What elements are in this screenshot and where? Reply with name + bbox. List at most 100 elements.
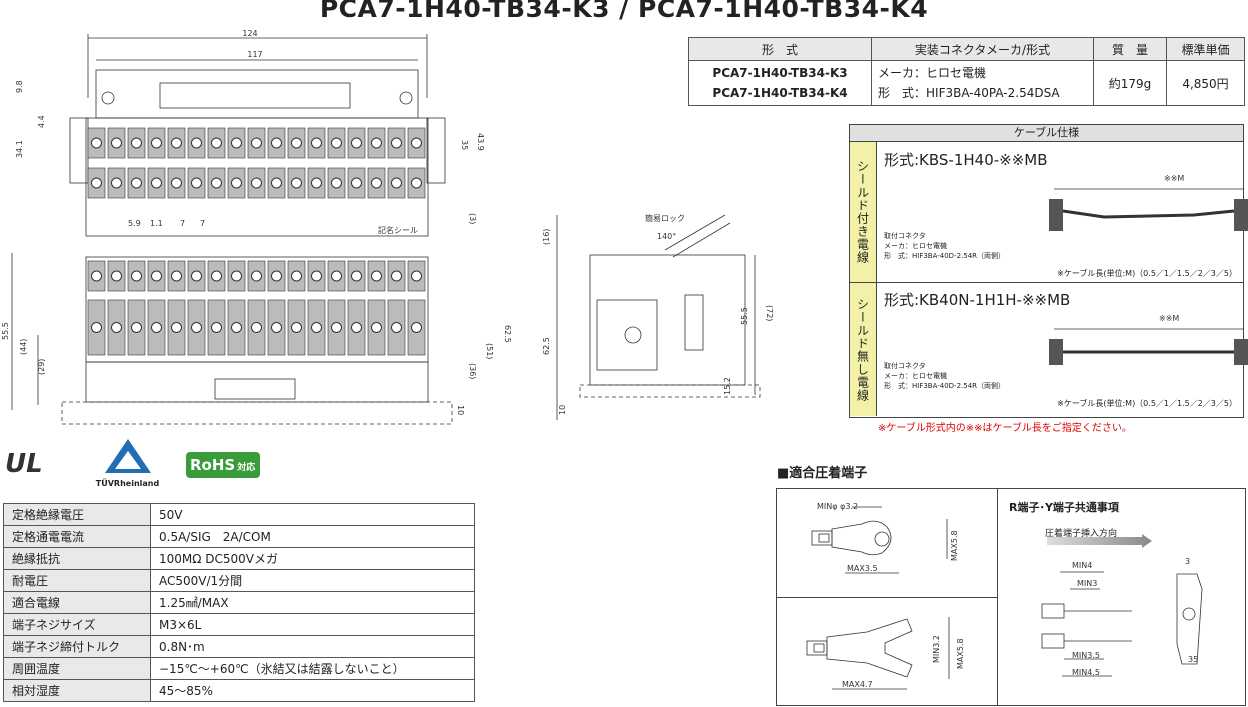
ul-logo: UL [3,444,58,480]
screw-icon [171,270,182,282]
screw-icon [251,322,262,333]
screw-icon [91,137,102,149]
dim-15-2: 15.2 [723,377,732,395]
spec-value: 100MΩ DC500Vメガ [150,547,475,570]
cable-spec-header: ケーブル仕様 [850,125,1243,142]
dim-44: (44) [19,339,28,355]
spec-key: 定格通電電流 [3,525,151,548]
screw-icon [211,137,222,149]
connector-maker: メーカ：ヒロセ電機 [878,66,987,80]
spec-value: AC500V/1分間 [150,569,475,592]
dim-35-term: 35 [1188,655,1198,664]
screw-icon [291,322,302,333]
col-connector: 実装コネクタメーカ/形式 [871,37,1094,61]
screw-icon [271,270,282,282]
model-cell: PCA7-1H40-TB34-K3 PCA7-1H40-TB34-K4 [688,60,872,106]
screw-icon [391,177,402,189]
spec-key: 周囲温度 [3,657,151,680]
price-cell: 4,850円 [1166,60,1245,106]
dim-62-5-side: 62.5 [542,337,551,355]
screw-icon [291,270,302,282]
screw-icon [191,322,202,333]
screw-icon [271,177,282,189]
ring-max-h: MAX5.8 [950,530,959,561]
terminal-box: MINφ φ3.2 MAX3.5 MAX5.8 MAX4.7 MIN3.2 MA… [776,488,1246,706]
spec-value: 1.25㎟/MAX [150,591,475,614]
spec-key: 端子ネジサイズ [3,613,151,636]
dim-29: (29) [37,359,46,375]
screw-icon [231,177,242,189]
screw-icon [231,137,242,149]
screw-icon [271,137,282,149]
screw-icon [211,322,222,333]
screw-icon [231,322,242,333]
screw-icon [91,270,102,282]
svg-text:UL: UL [5,449,43,479]
model-k3: PCA7-1H40-TB34-K3 [712,66,848,80]
screw-icon [211,177,222,189]
col-mass: 質 量 [1093,37,1167,61]
tuv-triangle-icon [104,439,151,473]
screw-icon [151,137,162,149]
screw-icon [351,177,362,189]
angle-140: 140° [657,232,676,241]
fork-max-w: MAX4.7 [842,680,873,689]
spec-value: 45〜85% [150,679,475,702]
screw-icon [351,322,362,333]
col-model: 形 式 [688,37,872,61]
cable-spec-box: ケーブル仕様 シールド付き電線 形式:KBS-1H40-※※MB ※※M 取付コ… [849,124,1248,418]
spec-value: M3×6L [150,613,475,636]
unshielded-model: 形式:KB40N-1H1H-※※MB [884,291,1071,309]
dim-min3: MIN3 [1077,579,1097,588]
front-view-drawing: 55.5 (44) (29) (36) (51) 62.5 10 [1,253,512,425]
rohs-text: RoHS [190,456,236,474]
screw-icon [191,177,202,189]
spec-value: −15℃〜+60℃（氷結又は結露しないこと） [150,657,475,680]
screw-icon [271,322,282,333]
dim-5-9: 5.9 [128,219,141,228]
unshielded-cable-icon: ※※M [1049,314,1248,365]
dim-9-8: 9.8 [15,80,24,93]
screw-icon [331,322,342,333]
tuv-label: TÜVRheinland [95,479,160,488]
screw-icon [311,177,322,189]
screw-icon [211,270,222,282]
screw-icon [191,270,202,282]
unshielded-section: 形式:KB40N-1H1H-※※MB ※※M 取付コネクタ メーカ：ヒロセ電機 … [884,289,1248,415]
dim-4-4: 4.4 [37,115,46,128]
common-drawing: MIN4 MIN3 MIN3.5 MIN4.5 3 35 [1041,534,1203,677]
dim-7a: 7 [180,219,185,228]
fork-min: MIN3.2 [932,635,941,663]
spec-key: 端子ネジ締付トルク [3,635,151,658]
insert-direction: 圧着端子挿入方向 [1045,529,1118,539]
screw-icon [391,322,402,333]
screw-icon [371,322,382,333]
dim-35: 35 [460,140,469,150]
spec-key: 相対湿度 [3,679,151,702]
screw-icon [111,322,122,333]
screw-icon [91,322,102,333]
screw-icon [131,270,142,282]
screw-icon [331,270,342,282]
screw-icon [191,137,202,149]
ring-terminal-drawing: MINφ φ3.2 MAX3.5 MAX5.8 [811,502,959,574]
screw-icon [291,137,302,149]
model-k4: PCA7-1H40-TB34-K4 [712,86,848,100]
screw-icon [311,322,322,333]
spec-key: 定格絶縁電圧 [3,503,151,526]
terminal-heading: ■適合圧着端子 [777,466,868,481]
spec-key: 適合電線 [3,591,151,614]
screw-icon [171,322,182,333]
unshielded-side-label: シールド無し電線 [850,283,877,416]
side-view-drawing: 簡易ロック 140° (16) 62.5 55.5 (72) 15.2 10 [542,213,774,420]
screw-icon [311,270,322,282]
common-title: R端子･Y端子共通事項 [1009,501,1119,514]
screw-icon [131,137,142,149]
dim-72: (72) [765,305,774,321]
connector-cell: メーカ：ヒロセ電機 形 式：HIF3BA-40PA-2.54DSA [871,60,1094,106]
dim-55-5-side: 55.5 [740,307,749,325]
